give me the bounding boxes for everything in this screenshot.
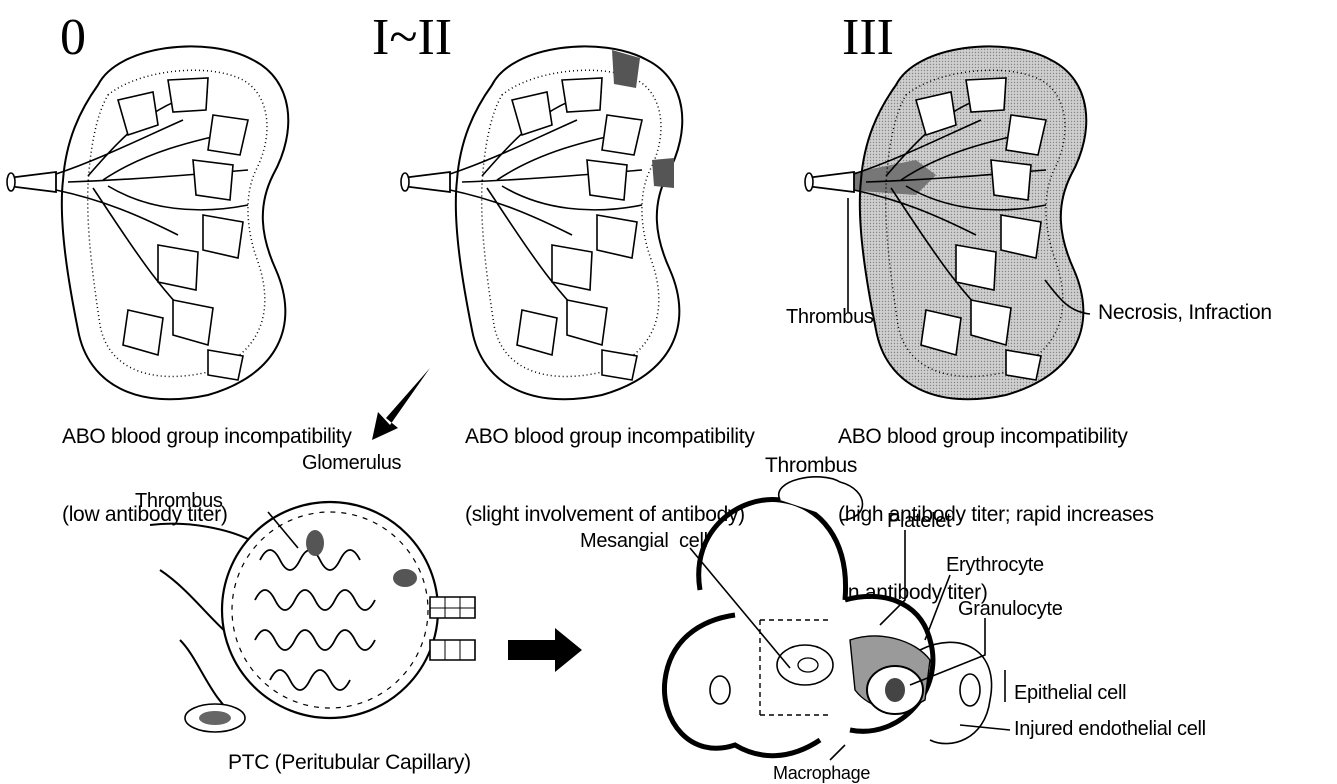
- stage-2-caption-line1: ABO blood group incompatibility: [838, 424, 1154, 450]
- mesangial-label: Mesangial cell: [580, 530, 708, 552]
- stage-0-caption: ABO blood group incompatibility (low ant…: [62, 372, 352, 580]
- stage-0-caption-line1: ABO blood group incompatibility: [62, 424, 352, 450]
- granulocyte-label: Granulocyte: [958, 598, 1063, 620]
- kidney-thrombus-label: Thrombus: [786, 306, 874, 328]
- kidney-stage-1: [401, 46, 682, 399]
- kidney-stage-0: [7, 46, 288, 399]
- platelet-label: Platelet: [887, 510, 951, 532]
- macrophage-label: Macrophage: [773, 762, 870, 784]
- stage-2-caption-line2: (high antibody titer; rapid increases: [838, 502, 1154, 528]
- glomerular-thrombus-2: [393, 569, 417, 587]
- kidney-stage-2: [805, 46, 1086, 399]
- injured-endothelial-leader: [960, 725, 1010, 730]
- focal-lesion-lower: [652, 158, 674, 188]
- glomerulus-thrombus-label: Thrombus: [135, 490, 223, 512]
- right-arrow: [508, 628, 582, 672]
- down-left-arrow: [372, 368, 430, 440]
- stage-1-caption-line2: (slight involvement of antibody): [465, 502, 755, 528]
- injured-endothelial-label: Injured endothelial cell: [1014, 718, 1206, 740]
- necrosis-label: Necrosis, Infraction: [1098, 302, 1272, 324]
- epithelial-label: Epithelial cell: [1014, 682, 1126, 704]
- stage-1-caption-line1: ABO blood group incompatibility: [465, 424, 755, 450]
- ptc-label: PTC (Peritubular Capillary): [228, 752, 471, 774]
- macrophage-leader: [830, 745, 845, 760]
- detail-thrombus-label: Thrombus: [765, 455, 857, 477]
- glomerulus-title: Glomerulus: [302, 452, 401, 474]
- erythrocyte-label: Erythrocyte: [946, 554, 1044, 576]
